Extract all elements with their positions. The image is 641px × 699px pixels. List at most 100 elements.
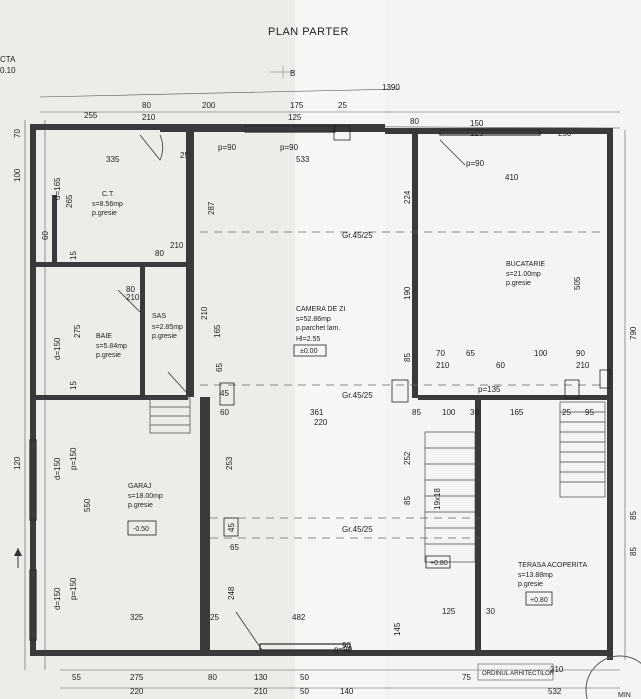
wall-interior-8 — [475, 400, 481, 650]
column-marker — [219, 382, 235, 406]
dim-interior: 80 — [126, 285, 135, 294]
wall-interior-5 — [36, 395, 188, 400]
door-swing — [139, 134, 164, 161]
window-label: p=90 — [218, 143, 237, 152]
dim-top: 410 — [505, 173, 519, 182]
fold-highlight — [295, 0, 385, 699]
dim-left: 70 — [13, 129, 22, 138]
wall-interior-7 — [418, 395, 613, 400]
room-bucatarie: BUCATARIE s=21.00mp p.gresie — [506, 261, 545, 287]
dim-bottom: 532 — [548, 687, 562, 696]
dim-interior: 65 — [230, 543, 239, 552]
dim-top: 335 — [106, 155, 120, 164]
dim-bottom: 140 — [340, 687, 354, 696]
dim-interior: 85 — [403, 496, 412, 505]
dim-interior: 265 — [65, 194, 74, 208]
top-dimline-1 — [39, 88, 401, 98]
dim-interior: 275 — [73, 324, 82, 338]
dim-bottom: 80 — [208, 673, 217, 682]
door-swing — [235, 611, 263, 651]
dim-bottom: 210 — [254, 687, 268, 696]
wall-interior-2 — [200, 397, 210, 652]
dim-interior: 220 — [314, 418, 328, 427]
dim-top: 25 — [338, 101, 347, 110]
dim-top: 175 — [290, 101, 304, 110]
dim-interior: d=150 — [53, 587, 62, 610]
dim-interior: 145 — [393, 622, 402, 636]
dim-top: 150 — [470, 119, 484, 128]
dim-top: 1390 — [382, 83, 400, 92]
room-finish: p.gresie — [92, 210, 117, 217]
room-terasa: TERASA ACOPERITA s=13.88mp p.gresie +0.8… — [518, 562, 587, 606]
room-finish: p.gresie — [518, 581, 543, 588]
grid-label: Gr.45/25 — [342, 525, 373, 534]
wall-interior-3 — [412, 134, 418, 398]
room-name: CAMERA DE ZI — [296, 306, 345, 313]
dim-interior: 210 — [126, 293, 140, 302]
dim-bottom: 130 — [254, 673, 268, 682]
room-height: Hl=2.55 — [296, 336, 320, 343]
corner-label-1: CTA — [0, 55, 16, 64]
room-finish: p.parchet lam. — [296, 325, 340, 332]
room-finish: p.gresie — [96, 352, 121, 359]
dim-interior: 210 — [576, 361, 590, 370]
dim-interior: 210 — [170, 241, 184, 250]
architect-stamp: ORDINUL ARHITECTILOR MIN — [477, 655, 641, 699]
dim-interior: 95 — [585, 408, 594, 417]
room-ct: C.T. s=8.56mp p.gresie — [92, 191, 123, 217]
wall-interior-9 — [52, 195, 57, 262]
dim-top: 125 — [288, 113, 302, 122]
grid-label: Gr.45/25 — [342, 231, 373, 240]
door-swing — [167, 371, 187, 393]
level-tag: +0.80 — [430, 560, 448, 567]
dim-interior: 165 — [213, 324, 222, 338]
dim-top: 210 — [142, 113, 156, 122]
wall-exterior-north-3 — [385, 128, 613, 134]
wall-exterior-west — [30, 124, 36, 656]
wall-interior-6 — [140, 262, 145, 397]
dim-interior: 15 — [69, 251, 78, 260]
dim-left: 120 — [13, 456, 22, 470]
dim-interior: 165 — [510, 408, 524, 417]
dim-top: 533 — [296, 155, 310, 164]
column-marker — [564, 379, 580, 399]
dim-interior: 361 — [310, 408, 324, 417]
room-level: ±0.00 — [300, 348, 318, 355]
room-level: +0.80 — [530, 597, 548, 604]
dim-interior: 19x18 — [433, 488, 442, 510]
room-camera: CAMERA DE ZI s=52.86mp p.parchet lam. Hl… — [293, 306, 345, 357]
dim-bottom: 50 — [300, 687, 309, 696]
room-name: BAIE — [96, 333, 112, 340]
window-frame — [29, 439, 37, 521]
dim-interior: 45 — [227, 523, 236, 532]
dim-interior: 60 — [220, 408, 229, 417]
grid-label: Gr.45/25 — [342, 391, 373, 400]
room-area: s=13.88mp — [518, 572, 553, 579]
window-label: p=150 — [69, 447, 78, 470]
room-finish: p.gresie — [128, 502, 153, 509]
room-area: s=5.84mp — [96, 343, 127, 350]
stair-garage — [149, 397, 191, 434]
dim-bottom: 275 — [130, 673, 144, 682]
dim-interior: 25 — [562, 408, 571, 417]
dim-right: 790 — [629, 326, 638, 340]
room-area: s=21.00mp — [506, 271, 541, 278]
level-tag-box — [425, 555, 451, 569]
window-label: p=135 — [478, 385, 501, 394]
dim-bottom: 90 — [342, 641, 351, 650]
dim-bottom: 75 — [462, 673, 471, 682]
dim-interior: 224 — [403, 190, 412, 204]
stair-east — [559, 401, 606, 498]
room-finish: p.gresie — [152, 333, 177, 340]
wall-exterior-north-1 — [30, 124, 160, 130]
room-area: s=18.00mp — [128, 493, 163, 500]
dim-interior: 287 — [207, 201, 216, 215]
dim-interior: 70 — [436, 349, 445, 358]
room-name: GARAJ — [128, 483, 151, 490]
dim-interior: 60 — [496, 361, 505, 370]
stair-central — [424, 431, 476, 563]
dim-interior: 248 — [227, 586, 236, 600]
dim-bottom: 220 — [130, 687, 144, 696]
dim-interior: d=150 — [53, 337, 62, 360]
dim-interior: 15 — [69, 381, 78, 390]
